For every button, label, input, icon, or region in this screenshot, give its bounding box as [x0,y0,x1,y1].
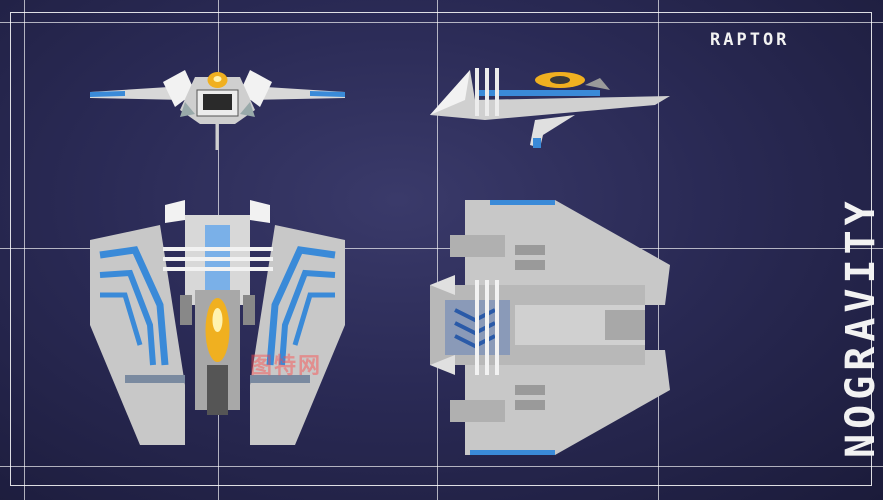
grid-line-top [0,22,883,23]
top-view [90,200,345,445]
grid-line-left [24,0,25,500]
watermark-text: 图特网 [250,354,323,379]
blueprint-frame [10,12,872,486]
grid-line-middle [0,248,883,249]
side-view [430,68,670,148]
grid-line-center-right [437,0,438,500]
grid-line-bottom [0,466,883,467]
front-view [90,70,345,150]
ship-name-label: RAPTOR [710,30,790,50]
game-title-label: NOGRAVITY [838,196,883,458]
bottom-view [430,200,670,455]
grid-line-right [658,0,659,500]
